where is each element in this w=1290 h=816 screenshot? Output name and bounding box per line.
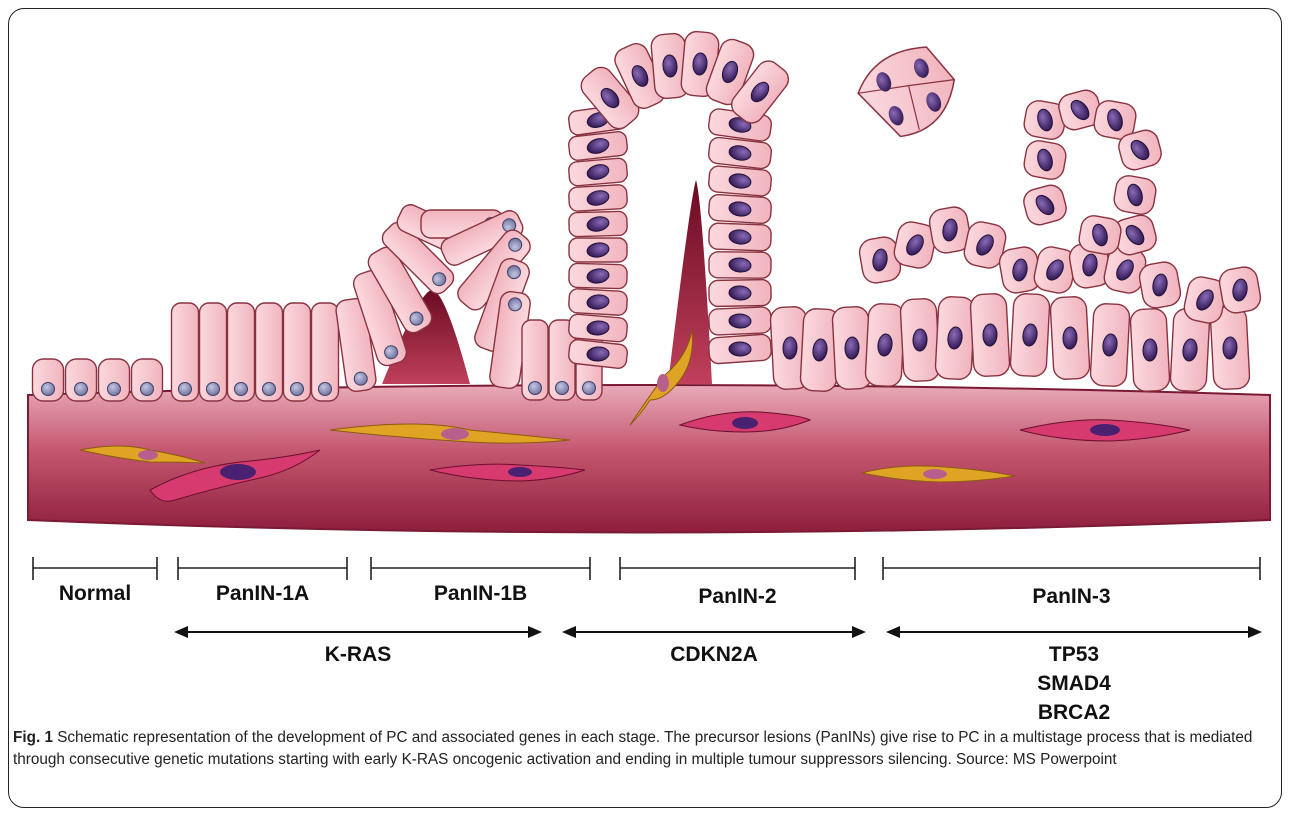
epithelial-cell	[172, 303, 199, 401]
epithelial-cell	[708, 165, 772, 196]
epithelial-cell	[708, 334, 772, 364]
gene-arrow-kras	[174, 626, 542, 638]
epithelial-cell	[568, 314, 628, 343]
nucleus-normal	[207, 383, 220, 396]
nucleus-normal	[319, 383, 332, 396]
stage-label-panin-1a: PanIN-1A	[178, 582, 347, 606]
epithelial-cell	[569, 238, 627, 262]
gene-label-brca2: BRCA2	[886, 701, 1262, 725]
epithelial-cell	[99, 359, 130, 401]
nucleus-dysplastic	[729, 342, 751, 356]
stage-ranges	[33, 557, 1260, 580]
stage-range-panin-3	[883, 557, 1260, 580]
stage-label-panin-2: PanIN-2	[620, 585, 855, 609]
gene-arrow-cdkn2a	[562, 626, 866, 638]
epithelial-cell	[33, 359, 64, 401]
epithelial-cell	[709, 252, 771, 279]
nucleus-normal	[583, 382, 596, 395]
epithelial-cell	[1077, 214, 1123, 256]
epithelial-cell	[569, 211, 628, 237]
epithelial-cell	[256, 303, 283, 401]
epithelial-cell	[900, 298, 940, 382]
epithelial-cell	[709, 223, 772, 251]
epithelial-cell	[709, 279, 771, 306]
panin-progression-illustration	[0, 0, 1290, 720]
nucleus-normal	[75, 383, 88, 396]
nucleus-dysplastic	[983, 324, 998, 346]
nucleus-normal	[529, 382, 542, 395]
gene-arrows	[174, 626, 1262, 638]
epithelial-cell	[1130, 308, 1170, 392]
nucleus-normal	[556, 382, 569, 395]
nucleus-normal	[291, 383, 304, 396]
gene-arrow-tp53-smad4-brca2	[886, 626, 1262, 638]
gene-label-kras: K-RAS	[174, 643, 542, 667]
nucleus-dysplastic	[1223, 337, 1238, 359]
epithelial-cell	[935, 296, 975, 380]
stroma	[28, 385, 1270, 533]
nucleus-normal	[108, 383, 121, 396]
stage-label-normal: Normal	[33, 582, 157, 606]
epithelial-cell	[1090, 303, 1130, 387]
nucleus-dysplastic	[845, 337, 860, 359]
epithelial-cell	[568, 288, 627, 315]
epithelial-cell	[568, 158, 628, 187]
nucleus-dysplastic	[729, 314, 752, 329]
epithelial-cell	[1021, 182, 1069, 227]
epithelial-cell	[1137, 260, 1182, 310]
nucleus-dysplastic	[1143, 339, 1158, 361]
epithelial-cell	[568, 184, 627, 211]
epithelial-cell	[1112, 174, 1158, 216]
stage-range-panin-1b	[371, 557, 590, 580]
nucleus-dysplastic	[1063, 327, 1078, 349]
epithelial-cell	[200, 303, 227, 401]
epithelial-cell	[132, 359, 163, 401]
gene-label-cdkn2a: CDKN2A	[562, 643, 866, 667]
nucleus-normal	[263, 383, 276, 396]
epithelial-cell	[569, 263, 628, 289]
stage-range-panin-1a	[178, 557, 347, 580]
epithelial-cell	[1050, 296, 1090, 380]
nucleus-normal	[42, 383, 55, 396]
detached-cell-cluster	[850, 38, 967, 147]
epithelial-cell	[228, 303, 255, 401]
gene-label-tp53: TP53	[886, 643, 1262, 667]
nucleus-normal	[235, 383, 248, 396]
epithelial-cell	[708, 307, 771, 336]
epithelial-cell	[970, 293, 1010, 377]
stage-label-panin-3: PanIN-3	[883, 585, 1260, 609]
nucleus-normal	[179, 383, 192, 396]
caption-text: Schematic representation of the developm…	[13, 729, 1252, 768]
epithelial-cell	[708, 194, 771, 224]
stage-range-panin-2	[620, 557, 855, 580]
nucleus-dysplastic	[783, 337, 798, 359]
epithelial-cell	[522, 320, 548, 400]
nucleus-dysplastic	[913, 329, 928, 351]
epithelial-cell	[1022, 139, 1068, 181]
epithelial-cell	[312, 303, 339, 401]
nucleus-normal	[141, 383, 154, 396]
figure-label: Fig. 1	[13, 729, 53, 746]
epithelial-cell	[66, 359, 97, 401]
epithelial-cell	[284, 303, 311, 401]
stage-range-normal	[33, 557, 157, 580]
stage-label-panin-1b: PanIN-1B	[371, 582, 590, 606]
epithelial-cells	[33, 31, 1263, 401]
figure-caption: Fig. 1 Schematic representation of the d…	[13, 727, 1278, 771]
epithelial-cell	[1010, 293, 1050, 377]
gene-label-smad4: SMAD4	[886, 672, 1262, 696]
epithelial-cell	[865, 303, 905, 387]
